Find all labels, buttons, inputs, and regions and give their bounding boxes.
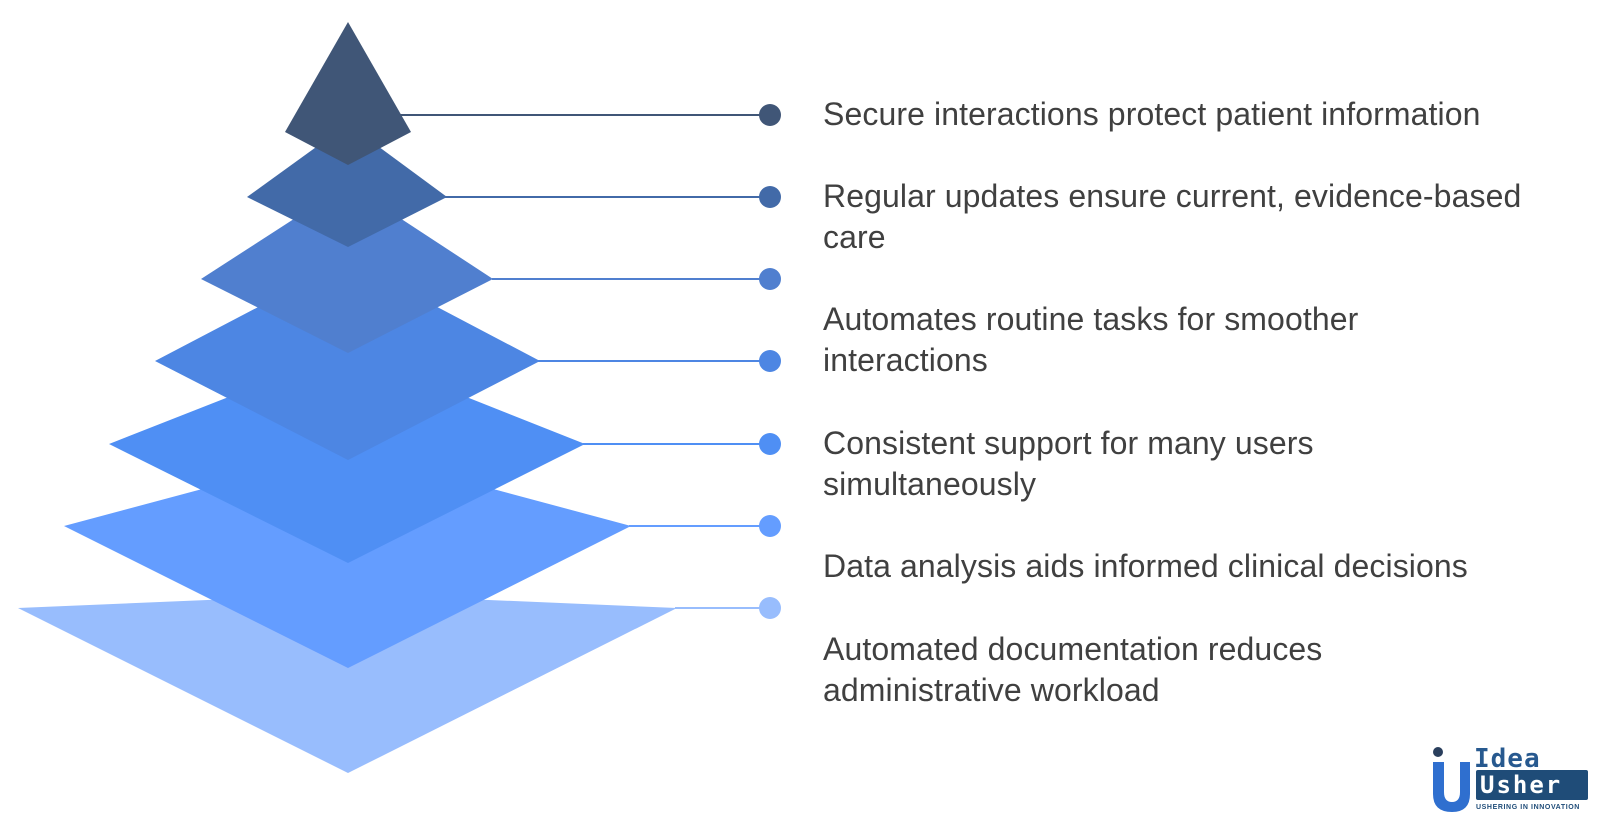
label-3-line-1: Automates routine tasks for smoother: [823, 301, 1359, 337]
logo-word-idea: Idea: [1474, 744, 1541, 774]
connector-dot-3: [759, 268, 781, 290]
label-2-line-2: care: [823, 219, 886, 255]
logo-tagline: USHERING IN INNOVATION: [1476, 804, 1580, 811]
connector-dot-1: [759, 104, 781, 126]
logo-word-usher: Usher: [1480, 771, 1563, 799]
connector-dot-7: [759, 597, 781, 619]
connector-dot-6: [759, 515, 781, 537]
label-4-line-1: Consistent support for many users: [823, 425, 1314, 461]
label-1: Secure interactions protect patient info…: [823, 96, 1481, 132]
connector-dot-4: [759, 350, 781, 372]
connector-dot-2: [759, 186, 781, 208]
pyramid-layer-2: [247, 124, 447, 247]
pyramid-layer-1: [285, 22, 411, 165]
label-4-line-2: simultaneously: [823, 466, 1037, 502]
logo-i-icon: [1433, 747, 1470, 812]
pyramid-layer-4: [155, 260, 540, 460]
label-5: Data analysis aids informed clinical dec…: [823, 548, 1468, 584]
pyramid-layer-7: [18, 594, 677, 773]
label-3-line-2: interactions: [823, 342, 988, 378]
label-2-line-1: Regular updates ensure current, evidence…: [823, 178, 1522, 214]
pyramid-layer-3: [201, 184, 493, 353]
logo-usher-box: [1476, 770, 1588, 800]
label-6-line-1: Automated documentation reduces: [823, 631, 1323, 667]
label-6-line-2: administrative workload: [823, 672, 1160, 708]
connector-dot-5: [759, 433, 781, 455]
idea-usher-logo: Idea Usher USHERING IN INNOVATION: [1424, 744, 1592, 816]
